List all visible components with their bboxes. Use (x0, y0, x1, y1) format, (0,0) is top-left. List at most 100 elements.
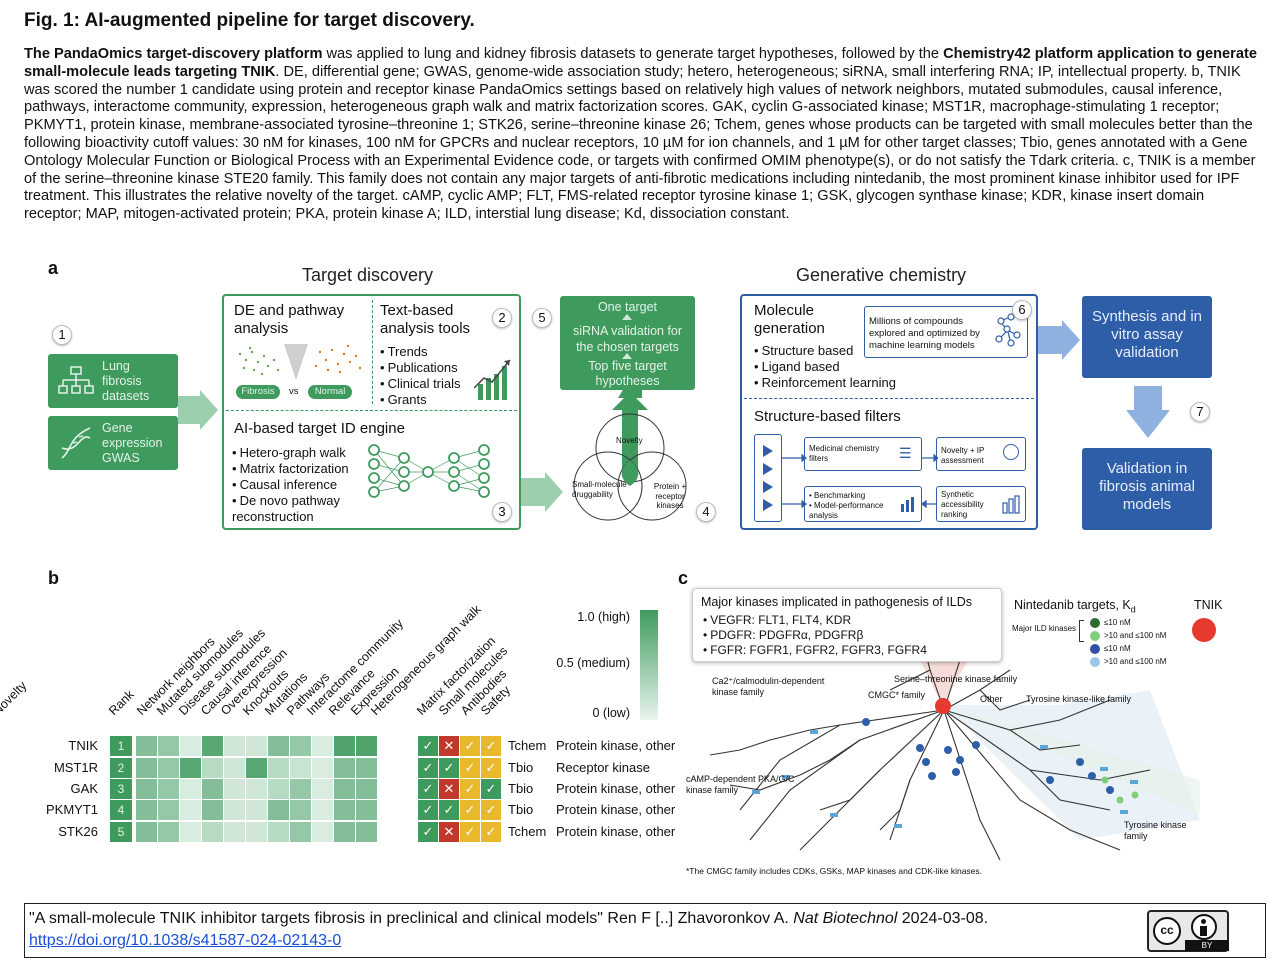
heatmap-cell (334, 822, 355, 842)
play-icon (763, 445, 773, 457)
heatmap-cell (246, 758, 267, 778)
engine-list: Hetero-graph walk Matrix factorization C… (232, 445, 362, 525)
family-other-label: Other (980, 694, 1003, 704)
family-label: Protein kinase, other (556, 802, 676, 817)
check-icon: ✓ (460, 736, 480, 756)
text-tools-title: Text-based analysis tools (380, 302, 471, 337)
check-icon: ✓ (481, 779, 501, 799)
check-icon: ✓ (481, 822, 501, 842)
cross-icon: ✕ (439, 822, 459, 842)
normal-label: Normal (308, 385, 352, 399)
heatmap-cell (356, 758, 377, 778)
cross-icon: ✕ (439, 779, 459, 799)
heatmap-cell (136, 779, 157, 799)
family-ca-label: Ca2⁺/calmodulin-dependent kinase family (712, 676, 825, 697)
heatmap-cell (158, 779, 179, 799)
citation-text: "A small-molecule TNIK inhibitor targets… (29, 910, 988, 928)
heatmap-cell (334, 736, 355, 756)
nintedanib-title-text: Nintedanib targets, K (1014, 598, 1131, 612)
heatmap-cell (290, 736, 311, 756)
legend-dot-light-blue (1090, 657, 1100, 667)
benchmark-label: • Benchmarking (809, 491, 866, 500)
fibrosis-label: Fibrosis (236, 385, 280, 399)
lung-datasets-label: Lung fibrosis datasets (102, 359, 150, 403)
check-icon: ✓ (460, 800, 480, 820)
engine-item: Hetero-graph walk (232, 445, 362, 461)
heatmap-cell (334, 800, 355, 820)
doi-link[interactable]: https://doi.org/10.1038/s41587-024-02143… (29, 932, 342, 949)
synthetic-filter-label: Synthetic accessibility ranking (941, 490, 984, 519)
medicinal-filter-box: Medicinal chemistry filters ☰ (804, 437, 922, 471)
heatmap-cell (356, 779, 377, 799)
vs-label: vs (289, 386, 299, 397)
heatmap-cell (180, 779, 201, 799)
family-tkl-label: Tyrosine kinase-like family (1026, 694, 1132, 704)
venn-protein-label: Protein + receptor kinases (653, 482, 687, 510)
heatmap-cell (356, 736, 377, 756)
check-icon: ✓ (439, 758, 459, 778)
heatmap-cell (136, 758, 157, 778)
person-head (1201, 919, 1206, 924)
check-icon: ✓ (418, 822, 438, 842)
family-tk-label: Tyrosine kinase family (1124, 820, 1187, 841)
molecule-gen-item: Reinforcement learning (754, 375, 896, 391)
check-icon: ✓ (418, 758, 438, 778)
arrow-to-synthesis (1038, 320, 1080, 360)
gene-expression-label: Gene expression GWAS (102, 421, 163, 465)
millions-box: Millions of compounds explored and optim… (864, 306, 1028, 358)
caption-text-2: . DE, differential gene; GWAS, genome-wi… (24, 63, 1256, 223)
engine-title: AI-based target ID engine (234, 420, 405, 437)
heatmap-cell (224, 779, 245, 799)
award-icon (1003, 444, 1019, 460)
heatmap-cell (334, 779, 355, 799)
family-label: Protein kinase, other (556, 738, 676, 753)
venn-diagram (573, 390, 687, 521)
step-5-badge: 5 (532, 308, 552, 328)
major-ild-label: Major ILD kinases (1012, 624, 1077, 633)
caption-bold-1: The PandaOmics target-discovery platform (24, 46, 323, 62)
heatmap-cell (312, 779, 333, 799)
legend-item-label: >10 and ≤100 nM (1104, 657, 1167, 666)
molecule-gen-item: Ligand based (754, 359, 896, 375)
citation-box: "A small-molecule TNIK inhibitor targets… (24, 903, 1266, 958)
heatmap-cell (158, 822, 179, 842)
figure-caption: The PandaOmics target-discovery platform… (24, 46, 1260, 224)
gene-expression-box: Gene expression GWAS (48, 416, 178, 470)
citation-text-1: "A small-molecule TNIK inhibitor targets… (29, 910, 794, 927)
heatmap-cell (136, 822, 157, 842)
filters-title: Structure-based filters (754, 408, 901, 425)
rank-cell: 2 (110, 758, 132, 778)
heatmap-cell (356, 800, 377, 820)
heatmap-cell (290, 822, 311, 842)
tnik-legend-dot (1192, 618, 1216, 642)
chem-divider (744, 398, 1034, 399)
legend-low-label: 0 (low) (592, 706, 630, 720)
check-icon: ✓ (439, 800, 459, 820)
molecule-gen-item: Structure based (754, 343, 896, 359)
heatmap-cell (224, 822, 245, 842)
play-icon (763, 463, 773, 475)
up-triangle-icon (622, 314, 632, 320)
citation-text-2: 2024-03-08. (897, 910, 989, 927)
hierarchy-icon (58, 366, 94, 394)
check-icon: ✓ (418, 800, 438, 820)
figure-title: Fig. 1: AI-augmented pipeline for target… (24, 10, 475, 31)
synthesis-box: Synthesis and in vitro assay validation (1082, 296, 1212, 378)
legend-medium-label: 0.5 (medium) (556, 656, 630, 670)
legend-bracket (1079, 620, 1084, 642)
top-five-label: Top five target hypotheses (588, 359, 667, 388)
play-icon (763, 499, 773, 511)
heatmap-cell (312, 822, 333, 842)
target-discovery-title: Target discovery (302, 265, 434, 285)
heatmap-cell (334, 758, 355, 778)
play-icon (763, 481, 773, 493)
filter-input-stack (754, 434, 782, 522)
cross-icon: ✕ (439, 736, 459, 756)
column-header: Rank (106, 687, 137, 718)
caption-bold-2: Chemistry42 platform application to gene… (24, 46, 1257, 80)
heatmap-cell (158, 800, 179, 820)
rank-cell: 5 (110, 822, 132, 842)
tdl-label: Tchem (508, 824, 547, 839)
tdl-label: Tchem (508, 738, 547, 753)
neural-network-icon (368, 444, 490, 498)
